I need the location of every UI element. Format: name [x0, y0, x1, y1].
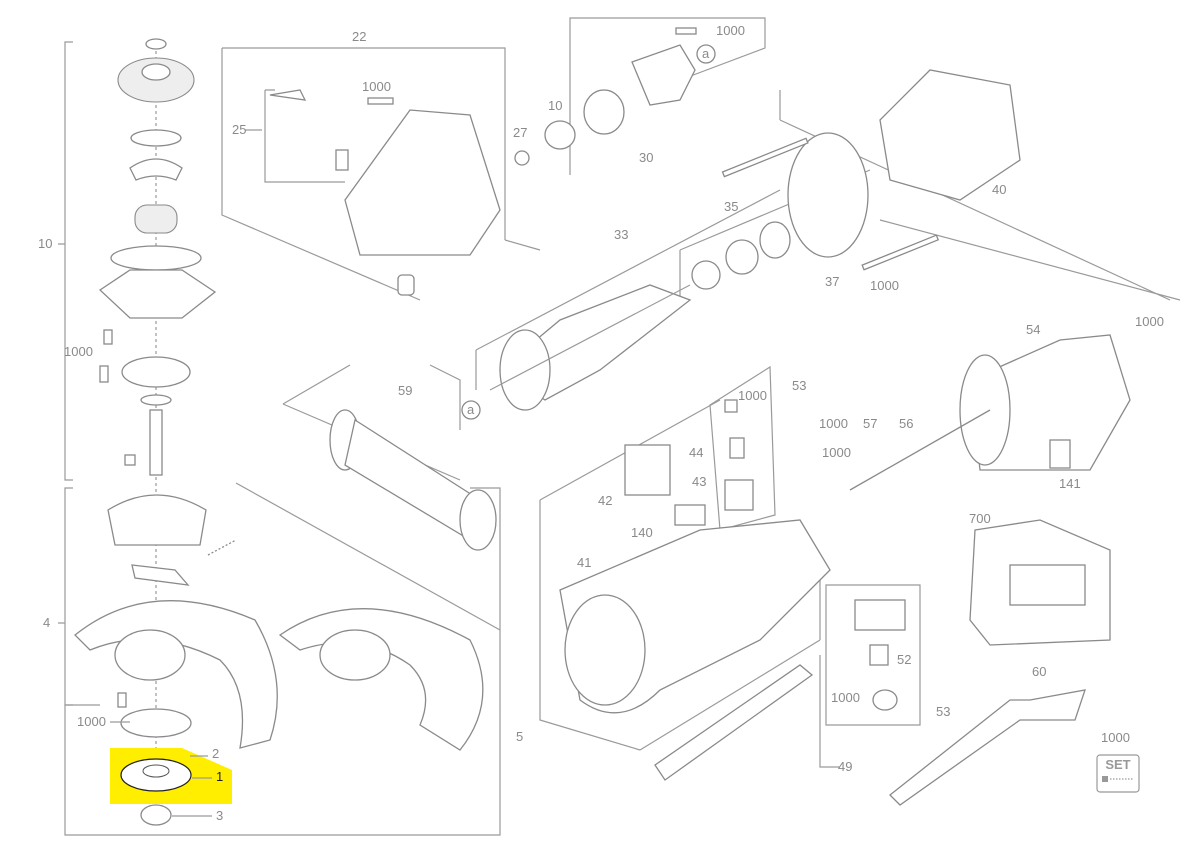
part-label[interactable]: 59 — [398, 383, 412, 398]
part-label[interactable]: 57 — [863, 416, 877, 431]
part-label[interactable]: 1000 — [716, 23, 745, 38]
part-label[interactable]: 22 — [352, 29, 366, 44]
part-label[interactable]: 1000 — [1101, 730, 1130, 745]
part-label[interactable]: 35 — [724, 199, 738, 214]
part-label[interactable]: 41 — [577, 555, 591, 570]
part-label[interactable]: 3 — [216, 808, 223, 823]
part-label[interactable]: 43 — [692, 474, 706, 489]
part-label[interactable]: 1000 — [64, 344, 93, 359]
part-label[interactable]: 1000 — [819, 416, 848, 431]
part-label[interactable]: 37 — [825, 274, 839, 289]
part-label[interactable]: 30 — [639, 150, 653, 165]
part-label[interactable]: 56 — [899, 416, 913, 431]
part-label[interactable]: 5 — [516, 729, 523, 744]
housing-parts — [269, 27, 1021, 296]
part-label[interactable]: 60 — [1032, 664, 1046, 679]
side-handle — [329, 409, 497, 551]
part-label[interactable]: 10 — [548, 98, 562, 113]
part-label[interactable]: 49 — [838, 759, 852, 774]
motor-housing-and-switch — [559, 334, 1131, 806]
armature — [489, 284, 692, 411]
flange-parts — [110, 708, 232, 826]
part-labels: 22 1000 a 25 1000 10 27 30 40 35 33 37 1… — [38, 23, 1164, 823]
part-label[interactable]: 700 — [969, 511, 991, 526]
part-label[interactable]: 4 — [43, 615, 50, 630]
set-box: SET — [1096, 754, 1140, 793]
part-label[interactable]: 1000 — [1135, 314, 1164, 329]
part-label[interactable]: 1000 — [362, 79, 391, 94]
part-label[interactable]: 27 — [513, 125, 527, 140]
part-label[interactable]: 53 — [936, 704, 950, 719]
part-label[interactable]: 42 — [598, 493, 612, 508]
part-label[interactable]: 1000 — [822, 445, 851, 460]
part-label[interactable]: a — [467, 402, 475, 417]
part-label-highlighted[interactable]: 1 — [216, 769, 223, 784]
part-label[interactable]: 54 — [1026, 322, 1040, 337]
part-label[interactable]: 33 — [614, 227, 628, 242]
wheel-guards — [74, 600, 484, 751]
part-label[interactable]: 44 — [689, 445, 703, 460]
part-label[interactable]: 25 — [232, 122, 246, 137]
part-label[interactable]: 1000 — [738, 388, 767, 403]
part-label[interactable]: 140 — [631, 525, 653, 540]
part-label[interactable]: 40 — [992, 182, 1006, 197]
part-label[interactable]: 10 — [38, 236, 52, 251]
part-label[interactable]: 2 — [212, 746, 219, 761]
part-label[interactable]: 1000 — [77, 714, 106, 729]
part-label[interactable]: 1000 — [831, 690, 860, 705]
part-label[interactable]: 52 — [897, 652, 911, 667]
gear-head-parts — [98, 38, 237, 800]
part-label[interactable]: 53 — [792, 378, 806, 393]
part-label[interactable]: 141 — [1059, 476, 1081, 491]
part-label[interactable]: a — [702, 46, 710, 61]
set-label: SET — [1105, 757, 1130, 772]
part-label[interactable]: 1000 — [870, 278, 899, 293]
